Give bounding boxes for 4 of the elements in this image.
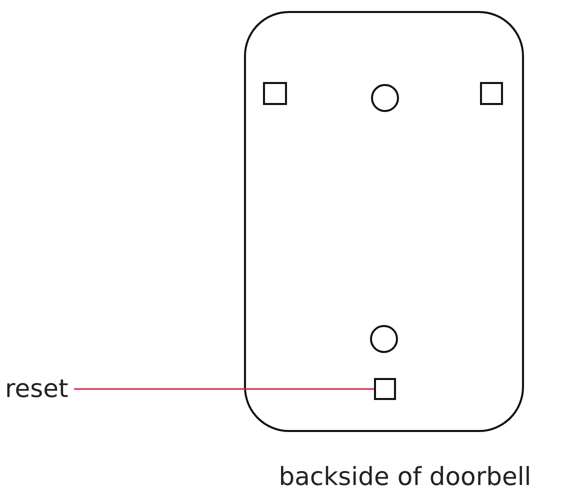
part-label: reset [5, 374, 68, 404]
leader-line [74, 388, 374, 390]
reset-button [374, 378, 396, 400]
caption: backside of doorbell [278, 462, 532, 491]
